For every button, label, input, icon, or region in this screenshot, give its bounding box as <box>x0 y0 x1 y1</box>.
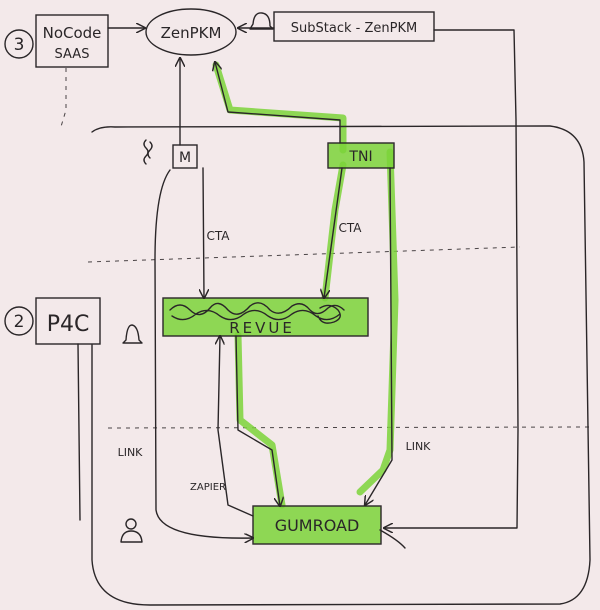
hl-revue-box <box>163 298 368 336</box>
edge-gumroad-revue <box>218 336 254 517</box>
hl-gumroad-box <box>253 506 381 544</box>
nocode-saas-box <box>35 14 109 68</box>
nocode-label: NoCode <box>43 24 102 42</box>
edge-p4c-bottom <box>77 343 81 521</box>
cta-left-label: CTA <box>207 229 231 243</box>
section-dividers <box>87 246 593 429</box>
edge-tni-zenpkm <box>215 62 341 144</box>
swirl-icon <box>143 139 153 165</box>
cta-right-label: CTA <box>339 221 363 235</box>
link-left-label: LINK <box>118 446 144 459</box>
edge-m-revue <box>203 167 204 298</box>
bell-icon <box>122 324 143 344</box>
number-circle-2 <box>4 306 34 336</box>
highlight-paths <box>163 61 399 544</box>
edge-right-curl <box>379 529 406 549</box>
bell-icon <box>249 12 274 30</box>
revue-label: REVUE <box>229 319 295 337</box>
person-icon <box>120 518 143 543</box>
hl-revue-to-gumroad <box>234 331 286 509</box>
substack-box <box>273 11 435 42</box>
hl-tni-to-zenpkm <box>212 61 347 154</box>
p4c-box <box>35 297 101 345</box>
hl-tni-to-gumroad <box>356 148 399 496</box>
m-label: M <box>179 150 191 166</box>
connections <box>59 28 519 549</box>
link-right-label: LINK <box>406 440 432 453</box>
main-container <box>91 125 591 606</box>
edge-revue-gumroad <box>235 335 280 506</box>
revue-scribble <box>169 302 345 324</box>
edge-tni-revue <box>324 167 343 298</box>
revue-box <box>162 297 369 337</box>
saas-label: SAAS <box>55 47 90 62</box>
p4c-label: P4C <box>47 312 90 337</box>
zapier-label: ZAPIER <box>190 482 226 493</box>
edge-substack-gumroad <box>384 29 519 528</box>
zenpkm-label: ZenPKM <box>161 24 222 42</box>
edge-nocode-p4c <box>59 68 67 131</box>
gumroad-label: GUMROAD <box>275 516 360 535</box>
gumroad-box <box>252 505 382 545</box>
zenpkm-ellipse <box>145 8 237 56</box>
number-3: 3 <box>14 35 25 55</box>
edge-tni-gumroad <box>365 167 393 505</box>
substack-label: SubStack - ZenPKM <box>291 21 417 36</box>
number-circle-3 <box>4 29 34 59</box>
edge-left-gumroad <box>154 169 253 538</box>
hl-tni-box <box>328 143 394 168</box>
number-2: 2 <box>14 312 25 332</box>
tni-label: TNI <box>348 149 372 165</box>
m-box <box>172 144 198 169</box>
tni-box <box>327 142 395 169</box>
